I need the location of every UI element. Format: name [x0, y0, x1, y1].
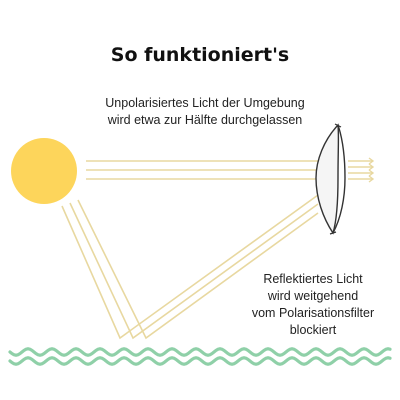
- sun-icon: [11, 138, 77, 204]
- polarized-lens-icon: [315, 123, 346, 235]
- caption-line: Unpolarisiertes Licht der Umgebung: [105, 96, 305, 110]
- caption-line: Reflektiertes Licht: [263, 272, 363, 286]
- reflected-ray: [61, 194, 319, 340]
- lens-front: [315, 123, 340, 235]
- lens-rim-top: [334, 123, 342, 128]
- caption-line: wird weitgehend: [267, 289, 359, 303]
- wave-line: [8, 347, 392, 357]
- reflected-light-rays: [61, 194, 319, 340]
- arrowhead: [368, 163, 375, 171]
- arrowhead: [368, 157, 375, 165]
- page-title: So funktioniert's: [110, 44, 290, 66]
- arrowhead: [368, 175, 375, 183]
- reflected-ray: [77, 199, 319, 340]
- water-wave-icon: [8, 347, 392, 366]
- caption-line: vom Polarisationsfilter: [251, 306, 375, 320]
- caption-line: wird etwa zur Hälfte durchgelassen: [107, 113, 303, 127]
- unpolarized-light-caption: Unpolarisiertes Licht der Umgebung wird …: [60, 95, 350, 129]
- direct-light-rays: [86, 160, 318, 180]
- lens-rim-bottom: [329, 231, 337, 235]
- reflected-light-caption: Reflektiertes Licht wird weitgehend vom …: [238, 271, 388, 339]
- wave-line: [8, 356, 392, 366]
- lens-edge: [332, 124, 346, 234]
- arrowhead: [368, 169, 375, 177]
- reflected-ray: [69, 202, 319, 340]
- caption-line: blockiert: [289, 323, 337, 337]
- transmitted-light-rays: [348, 157, 375, 183]
